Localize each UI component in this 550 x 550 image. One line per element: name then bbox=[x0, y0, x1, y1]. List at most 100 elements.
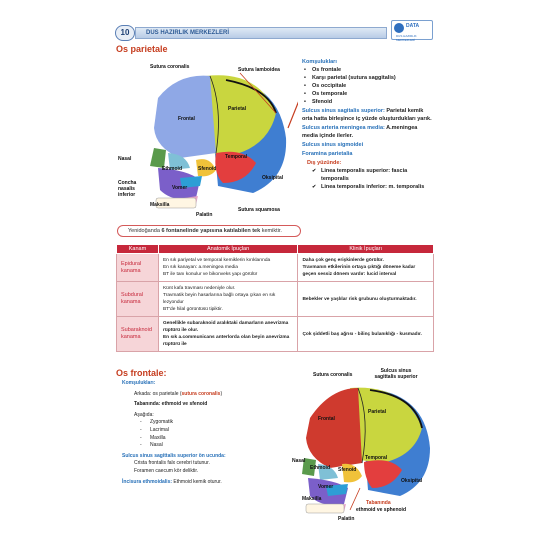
pointer-lamboidea bbox=[239, 72, 277, 114]
dis-yuzunde-list: Linea temporalis superior: fascia tempor… bbox=[302, 167, 434, 191]
sulcus-meninge-label: Sulcus arteria meningea media: bbox=[302, 125, 385, 131]
logo: DATA DUS HAZIRLIK MERKEZLERİ bbox=[391, 20, 433, 42]
frontal-region bbox=[154, 75, 216, 158]
label-sutura-coronalis: Sutura coronalis bbox=[150, 64, 190, 70]
label-ethmoid-sphenoid: ethmoid ve sphenoid bbox=[356, 507, 407, 513]
logo-subtext: DUS HAZIRLIK MERKEZLERİ bbox=[396, 34, 417, 42]
sulcus-sagittalis-label: Sulcus sinus sagitalis superior: bbox=[302, 108, 385, 114]
row-label: Epidural kanama bbox=[116, 253, 159, 282]
cell-line: En sık a.communicans anterlorda olan bey… bbox=[162, 335, 290, 347]
label-frontal: Frontal bbox=[318, 416, 335, 422]
header-banner: DUS HAZIRLIK MERKEZLERİ bbox=[135, 27, 387, 39]
skull-figure-parietale bbox=[150, 72, 298, 209]
label-oksipital: Oksipital bbox=[401, 478, 423, 484]
arkada-line: Arkada: os parietale (sutura coronalis) bbox=[122, 391, 297, 399]
logo-text: DATA bbox=[406, 23, 420, 29]
list-item: Os temporale bbox=[302, 90, 434, 98]
skull-figure-frontale bbox=[302, 387, 430, 514]
sphenoid-region bbox=[196, 159, 216, 177]
clinic-cell: Daha çok genç erişkinlerde görülür. Trav… bbox=[297, 253, 434, 282]
list-item: Os frontale bbox=[302, 66, 434, 74]
label-concha: Concha nasalis inferior bbox=[118, 180, 137, 198]
note-suffix: kemiktir. bbox=[260, 228, 282, 234]
vomer-region bbox=[326, 484, 348, 496]
cell-line: En sık pariyetal ve temporal kemiklerin … bbox=[162, 258, 271, 263]
newborn-note: Yenidoğanda 6 fontanelinde yapısına katı… bbox=[117, 225, 301, 237]
row-label: Subaraknoid kanama bbox=[116, 316, 159, 352]
list-item: Linea temporalis inferior: m. temporalis bbox=[312, 183, 434, 191]
pointer-red bbox=[287, 101, 298, 129]
temporal-region bbox=[215, 151, 256, 183]
table-header: Anatomik İpuçları bbox=[157, 244, 299, 254]
nasal-region bbox=[150, 148, 166, 168]
cell-line: BT ile tanı konulur ve bikonveks yapı gö… bbox=[162, 272, 258, 277]
section-title-frontale: Os frontale: bbox=[116, 368, 167, 378]
label-vomer: Vomer bbox=[318, 484, 334, 490]
label-sulcus-sinus: Sulcus sinus sagittalis superior bbox=[374, 368, 418, 380]
list-item: Lacrimal bbox=[140, 427, 297, 435]
sutura-coronalis-line bbox=[357, 387, 366, 464]
incisura-text: Ethmoid kemik oturur. bbox=[172, 478, 222, 485]
hemorrhage-table: Kanam Anatomik İpuçları Klinik İpuçları … bbox=[116, 244, 434, 352]
sulcus-sagittalis-paragraph: Sulcus sinus sagitalis superior: Parieta… bbox=[302, 107, 434, 123]
label-oksipital: Oksipital bbox=[262, 175, 284, 181]
sulcus-meninge-paragraph: Sulcus arteria meningea media: A.meninge… bbox=[302, 124, 434, 140]
cell-line: Çok şiddetli baş ağrısı - bilinç bulanık… bbox=[302, 331, 422, 337]
sulcus-heading: Sulcus sinus sagittalis superior ön ucun… bbox=[122, 452, 226, 459]
label-ethmoid: Ethmoid bbox=[310, 465, 330, 471]
incisura-line: İncisura ethmoidalis: Ethmoid kemik otur… bbox=[122, 479, 297, 487]
logo-mark-icon bbox=[394, 23, 404, 33]
komsuluklari-list: Os frontale Karşı parietal (sutura saggi… bbox=[302, 66, 434, 106]
list-item: Nasal bbox=[140, 442, 297, 450]
table-row: Subdural kanama Künt kafa travması neden… bbox=[116, 281, 434, 317]
foramina-parietalia: Foramina parietalia bbox=[302, 151, 353, 157]
page-number: 10 bbox=[115, 25, 135, 41]
list-item: Maxilla bbox=[140, 435, 297, 443]
label-maksilla: Maksilla bbox=[302, 496, 322, 502]
label-sutura-lamboidea: Sutura lamboidea bbox=[238, 67, 280, 73]
section-title-parietale: Os parietale bbox=[116, 44, 168, 54]
pointer-tabaninda bbox=[349, 487, 361, 511]
label-frontal: Frontal bbox=[178, 116, 195, 122]
teeth bbox=[155, 197, 197, 209]
nasal-region bbox=[302, 458, 316, 476]
cell-line: Bebekler ve yaşlılar risk grubunu oluştu… bbox=[302, 296, 417, 302]
maxilla-region bbox=[158, 168, 200, 200]
cell-line: Daha çok genç erişkinlerde görülür. bbox=[302, 258, 384, 263]
arkada-suffix: ) bbox=[220, 390, 223, 397]
cell-line: BT'de hilal görüntüsü tipiktir. bbox=[162, 307, 223, 312]
note-prefix: Yenidoğanda bbox=[128, 228, 162, 234]
label-parietal: Parietal bbox=[228, 106, 247, 112]
note-bold: 6 fontanelinde yapısına katılabilen tek bbox=[161, 228, 261, 234]
label-ethmoid: Ethmoid bbox=[162, 166, 182, 172]
label-temporal: Temporal bbox=[225, 154, 248, 160]
list-item: Karşı parietal (sutura saggitalis) bbox=[302, 74, 434, 82]
label-nasal: Nasal bbox=[292, 458, 306, 464]
list-item: Sfenoid bbox=[302, 98, 434, 106]
frontale-notes: Komşulukları: Arkada: os parietale (sutu… bbox=[122, 380, 297, 486]
frontal-region bbox=[306, 388, 362, 468]
anatomic-cell: En sık pariyetal ve temporal kemiklerin … bbox=[157, 253, 299, 282]
sutura-coronalis-line bbox=[209, 75, 219, 154]
clinic-cell: Çok şiddetli baş ağrısı - bilinç bulanık… bbox=[297, 316, 434, 352]
sulcus-sigmoidei: Sulcus sinus sigmoidei bbox=[302, 142, 364, 148]
vomer-region bbox=[180, 176, 202, 188]
temporal-region bbox=[364, 460, 402, 488]
list-item: Os occipitale bbox=[302, 82, 434, 90]
list-item: Zygomatik bbox=[140, 419, 297, 427]
dis-yuzunde-heading: Dış yüzünde: bbox=[307, 160, 342, 166]
komsuluklari-heading: Komşulukları: bbox=[122, 380, 156, 386]
label-tabaninda: Tabanında bbox=[366, 500, 391, 506]
sagittal-arc bbox=[369, 389, 423, 429]
ethmoid-region bbox=[168, 153, 190, 170]
label-sutura-coronalis: Sutura coronalis bbox=[313, 372, 353, 378]
label-nasal: Nasal bbox=[118, 156, 132, 162]
anatomic-cell: Genellikle subaraknoid aralıktaki damarl… bbox=[157, 316, 299, 352]
cell-line: Künt kafa travması nedeniyle olur. bbox=[162, 286, 236, 291]
parietal-region bbox=[206, 75, 276, 156]
cell-line: En sık kanayan: a.meningea media bbox=[162, 265, 238, 270]
parietale-notes: Komşulukları Os frontale Karşı parietal … bbox=[302, 58, 434, 191]
sulcus-sagittalis-text: Parietal kemik orta hatta birleşince iç … bbox=[302, 108, 432, 122]
arkada-red: sutura coronalis bbox=[181, 390, 221, 397]
teeth bbox=[305, 503, 345, 514]
